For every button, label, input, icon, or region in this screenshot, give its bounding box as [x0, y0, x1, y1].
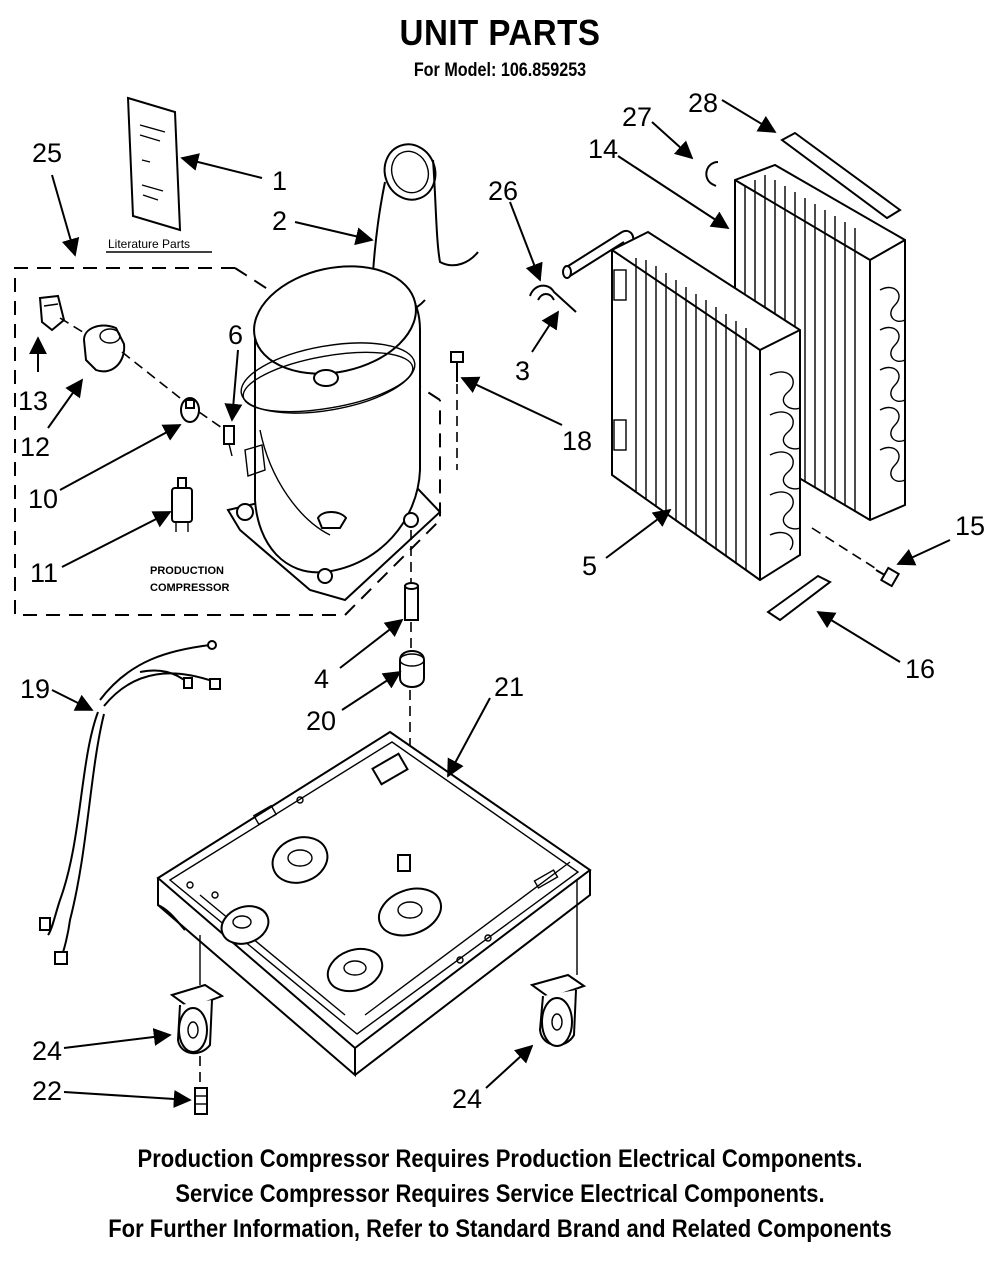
note-production: Production Compressor Requires Productio… — [137, 1145, 863, 1173]
callout-4: 4 — [314, 664, 329, 694]
callout-6: 6 — [228, 320, 243, 350]
page-title: UNIT PARTS — [399, 12, 601, 53]
production-label-line2: COMPRESSOR — [150, 582, 230, 594]
callout-3: 3 — [515, 356, 530, 386]
production-label-line1: PRODUCTION — [150, 565, 224, 577]
screw-15 — [875, 566, 901, 588]
callout-22: 22 — [32, 1076, 62, 1106]
clip-27 — [705, 161, 719, 187]
callout-11: 11 — [30, 558, 58, 588]
air-duct — [370, 143, 479, 316]
callout-24-right: 24 — [452, 1084, 482, 1114]
gasket-strip-bottom — [766, 574, 832, 622]
compressor — [226, 265, 442, 602]
literature-card: Literature Parts — [106, 96, 212, 253]
caster-left — [169, 983, 225, 1055]
note-further-info: For Further Information, Refer to Standa… — [108, 1215, 892, 1243]
sleeve-part — [404, 582, 419, 621]
model-subtitle: For Model: 106.859253 — [413, 60, 587, 81]
literature-label: Literature Parts — [108, 237, 190, 251]
gasket-strip-top — [780, 131, 902, 220]
callout-15: 15 — [955, 511, 985, 541]
callout-27: 27 — [622, 102, 652, 132]
footer-notes: Production Compressor Requires Productio… — [0, 1142, 1000, 1247]
callout-10: 10 — [28, 484, 58, 514]
callout-26: 26 — [488, 176, 518, 206]
callout-28: 28 — [688, 88, 718, 118]
caster-right — [529, 973, 587, 1047]
callout-18: 18 — [562, 426, 592, 456]
callout-14: 14 — [588, 134, 618, 164]
overload-part — [180, 397, 200, 423]
terminal-cover — [82, 324, 126, 373]
cap-tube — [529, 284, 577, 313]
clip-part — [38, 294, 66, 332]
callout-20: 20 — [306, 706, 336, 736]
caster-screw — [194, 1087, 208, 1115]
callout-16: 16 — [905, 654, 935, 684]
note-service: Service Compressor Requires Service Elec… — [175, 1180, 825, 1208]
callout-arrows — [29, 99, 951, 1108]
condenser-coil — [611, 230, 801, 582]
callout-2: 2 — [272, 206, 287, 236]
callout-12: 12 — [20, 432, 50, 462]
callout-21: 21 — [494, 672, 524, 702]
start-component — [171, 477, 193, 532]
callout-13: 13 — [18, 386, 48, 416]
callout-25: 25 — [32, 138, 62, 168]
callout-19: 19 — [20, 674, 50, 704]
relay-part — [223, 425, 235, 457]
callout-24-left: 24 — [32, 1036, 62, 1066]
wire-harness — [39, 640, 221, 965]
callout-5: 5 — [582, 551, 597, 581]
base-pan — [156, 730, 592, 1078]
callout-1: 1 — [272, 166, 287, 196]
screw-18 — [450, 351, 464, 470]
grommet-part — [399, 650, 425, 688]
